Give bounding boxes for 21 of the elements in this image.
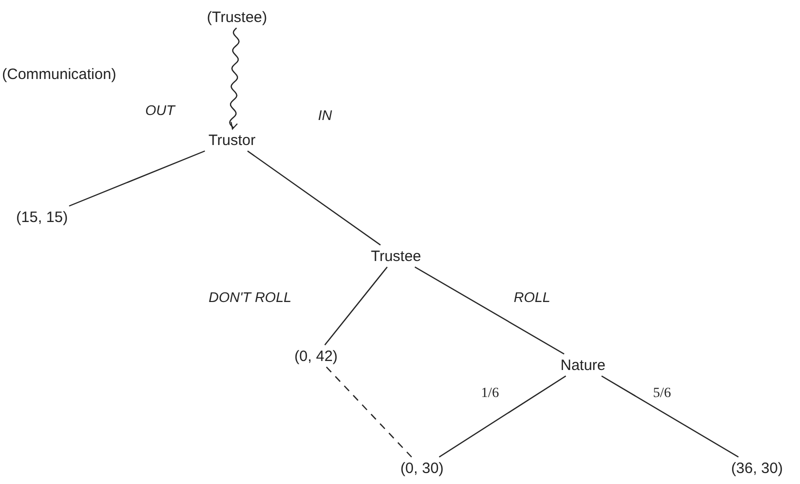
branch-line <box>324 266 388 346</box>
annotation-text: (Communication) <box>2 66 116 83</box>
wavy-arrow <box>229 28 240 130</box>
edge-label: OUT <box>145 103 175 117</box>
branch-line <box>247 150 381 246</box>
node-label: Nature <box>552 354 614 376</box>
node-label: Trustor <box>197 129 267 151</box>
node-label: (36, 30) <box>721 457 793 479</box>
edge-label: IN <box>318 108 332 122</box>
branch-line <box>438 376 566 458</box>
node-label: (15, 15) <box>7 206 77 228</box>
node-label: (Trustee) <box>197 6 277 28</box>
branch-line <box>601 375 739 458</box>
edge-label: DON'T ROLL <box>208 290 292 304</box>
dashed-line <box>326 366 412 458</box>
node-label: (0, 30) <box>391 457 453 479</box>
branch-line <box>414 266 564 355</box>
node-label: Trustee <box>360 245 432 267</box>
branch-line <box>68 150 206 207</box>
node-label: (0, 42) <box>285 345 347 367</box>
edge-label: ROLL <box>514 290 550 304</box>
